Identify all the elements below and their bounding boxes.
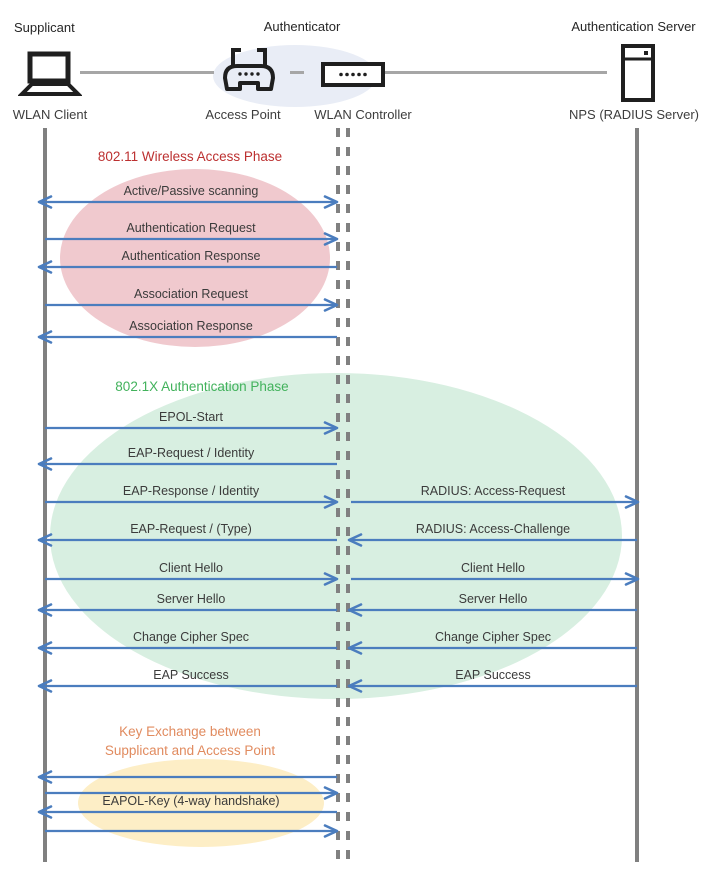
lifeline-wlan-client <box>43 128 47 862</box>
server-icon <box>621 44 655 107</box>
laptop-icon <box>17 51 83 103</box>
node-label-wlan-controller: WLAN Controller <box>314 107 412 122</box>
message-label: RADIUS: Access-Challenge <box>415 522 571 536</box>
message-arrow <box>45 232 339 246</box>
node-label-access-point: Access Point <box>205 107 281 122</box>
message-label: Client Hello <box>159 561 223 575</box>
message-label: Association Response <box>129 319 253 333</box>
message-arrow <box>37 805 337 819</box>
message-arrow <box>37 603 337 617</box>
message-arrow <box>37 260 337 274</box>
message-label: EAP-Request / (Type) <box>130 522 252 536</box>
phase1-title: 802.11 Wireless Access Phase <box>97 149 283 164</box>
phase3-ellipse <box>78 759 324 847</box>
message-label: EAP-Request / Identity <box>127 446 255 460</box>
message-arrow <box>45 298 339 312</box>
message-arrow <box>37 330 337 344</box>
wlan-controller-icon <box>321 62 385 92</box>
message-label: Authentication Response <box>121 249 261 263</box>
message-label: Active/Passive scanning <box>123 184 259 198</box>
message-label: EAP Success <box>455 668 531 682</box>
node-label-wlan-client: WLAN Client <box>12 107 88 122</box>
message-arrow <box>45 824 339 838</box>
message-label: EAP Success <box>153 668 229 682</box>
role-supplicant: Supplicant <box>14 20 75 35</box>
lifeline-radius-server <box>635 128 639 862</box>
message-label: Change Cipher Spec <box>132 630 250 644</box>
message-arrow <box>45 572 339 586</box>
message-arrow <box>37 533 337 547</box>
message-arrow <box>347 679 637 693</box>
message-arrow <box>37 679 337 693</box>
phase3-title-line2: Supplicant and Access Point <box>104 743 276 758</box>
message-label: Change Cipher Spec <box>434 630 552 644</box>
phase3-title-line1: Key Exchange between <box>119 724 261 739</box>
message-label: EAP-Response / Identity <box>122 484 260 498</box>
message-arrow <box>45 495 339 509</box>
message-arrow <box>37 195 339 209</box>
phase2-title: 802.1X Authentication Phase <box>115 379 289 394</box>
lifeline-authenticator-outer <box>346 128 350 862</box>
node-label-nps-radius-server: NPS (RADIUS Server) <box>568 107 700 122</box>
access-point-icon <box>218 44 280 99</box>
message-label: Association Request <box>134 287 248 301</box>
message-arrow <box>351 495 640 509</box>
message-arrow <box>37 641 337 655</box>
message-arrow <box>347 641 637 655</box>
phase3-title: Key Exchange between Supplicant and Acce… <box>40 722 340 760</box>
message-arrow <box>347 533 637 547</box>
lifeline-authenticator-inner <box>336 128 340 862</box>
role-authenticator: Authenticator <box>263 19 341 34</box>
message-label: Server Hello <box>156 592 226 606</box>
connector-client-ap <box>80 71 214 74</box>
message-arrow <box>351 572 640 586</box>
message-label: EPOL-Start <box>159 410 223 424</box>
message-arrow <box>347 603 637 617</box>
message-arrow <box>37 457 337 471</box>
role-authentication-server: Authentication Server <box>571 19 696 34</box>
connector-controller-server <box>385 71 607 74</box>
message-arrow <box>37 770 337 784</box>
message-arrow <box>45 786 339 800</box>
message-arrow <box>45 421 339 435</box>
phase1-ellipse <box>60 169 330 347</box>
connector-ap-controller <box>290 71 304 74</box>
message-label: Client Hello <box>461 561 525 575</box>
message-label: RADIUS: Access-Request <box>420 484 566 498</box>
message-label: Server Hello <box>458 592 528 606</box>
message-label: Authentication Request <box>126 221 256 235</box>
message-label: EAPOL-Key (4-way handshake) <box>102 794 280 808</box>
